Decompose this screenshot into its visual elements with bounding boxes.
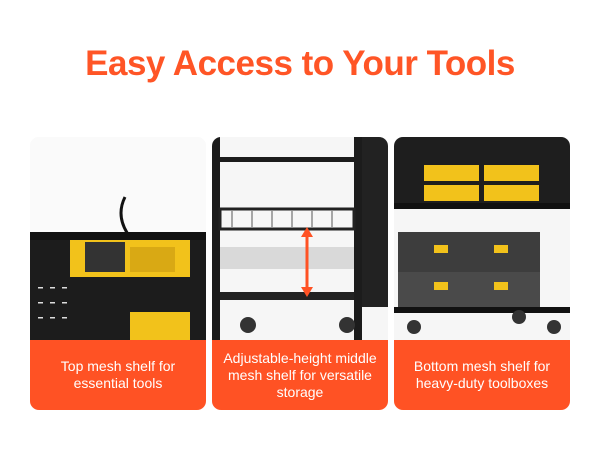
panel-middle-shelf: Adjustable-height middle mesh shelf for …	[212, 137, 388, 410]
caption-middle-shelf: Adjustable-height middle mesh shelf for …	[212, 340, 388, 410]
panel-bottom-shelf: Bottom mesh shelf for heavy-duty toolbox…	[394, 137, 570, 410]
bottom-shelf-image	[394, 137, 570, 340]
page-title: Easy Access to Your Tools	[85, 44, 515, 83]
middle-shelf-image	[212, 137, 388, 340]
panel-top-shelf: Top mesh shelf for essential tools	[30, 137, 206, 410]
caption-top-shelf: Top mesh shelf for essential tools	[30, 340, 206, 410]
caption-bottom-shelf: Bottom mesh shelf for heavy-duty toolbox…	[394, 340, 570, 410]
top-shelf-image	[30, 137, 206, 340]
